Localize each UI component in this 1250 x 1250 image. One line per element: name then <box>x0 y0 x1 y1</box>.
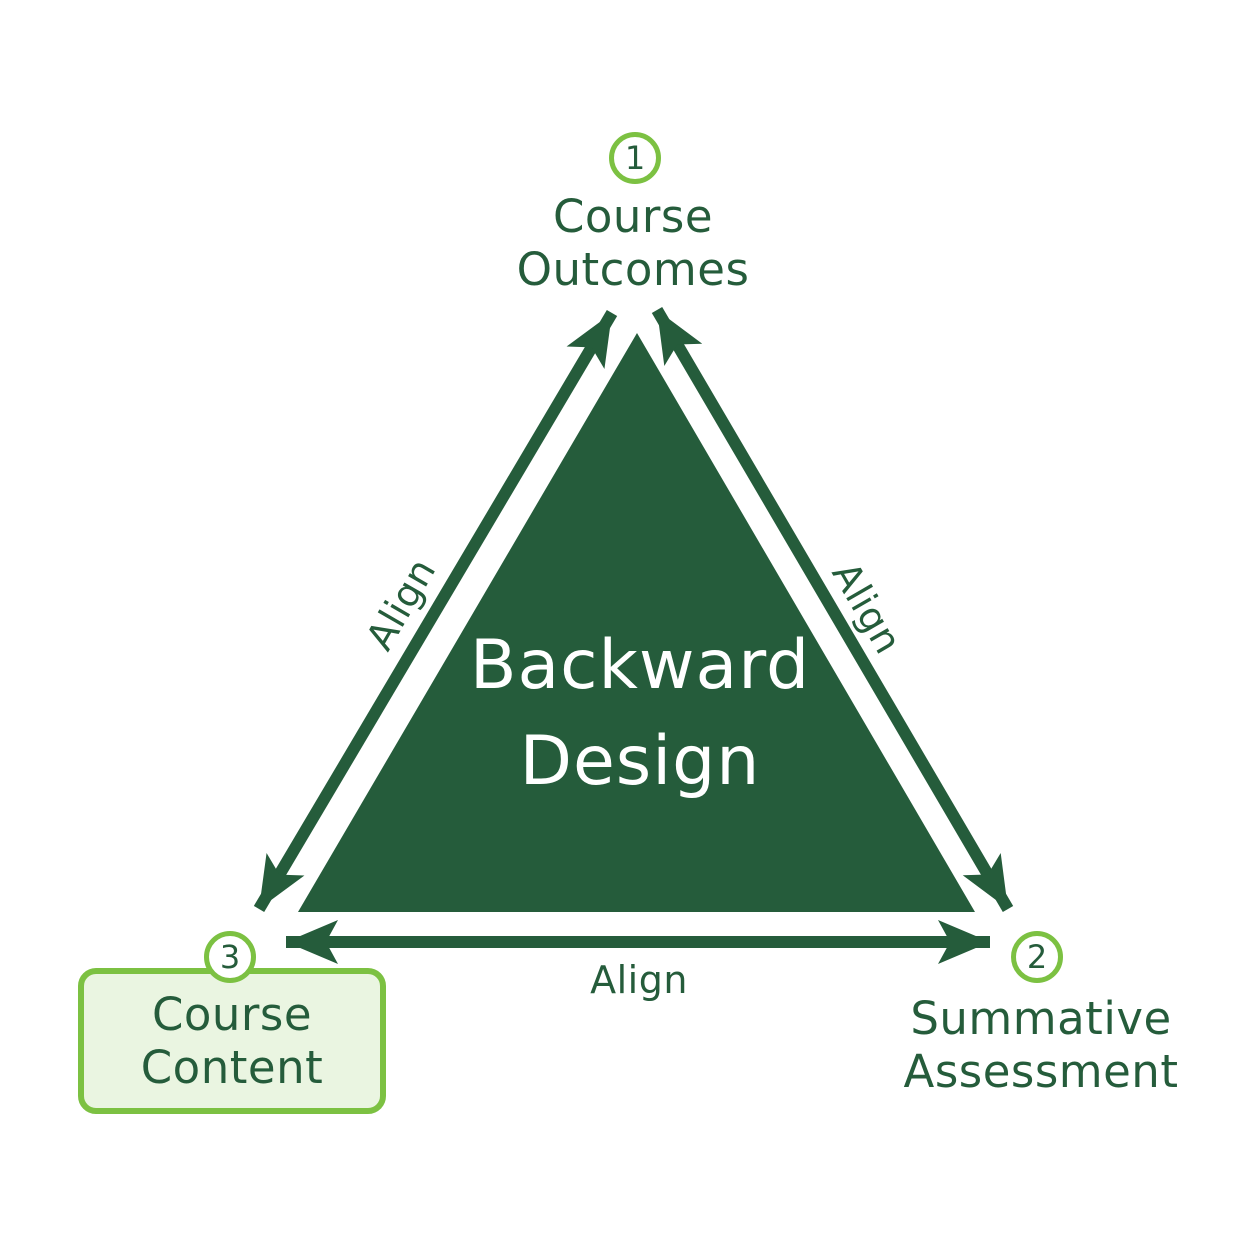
step-badge-1: 1 <box>609 132 661 184</box>
step-number-3: 3 <box>219 938 241 976</box>
step-badge-3: 3 <box>204 931 256 983</box>
align-arrow-right <box>651 306 1014 913</box>
align-label-bottom: Align <box>590 958 688 1002</box>
step-number-1: 1 <box>624 139 646 177</box>
course-outcomes-line1: Course <box>552 190 714 243</box>
summative-assessment-label: Summative Assessment <box>841 992 1241 1098</box>
course-outcomes-label: Course Outcomes <box>433 190 833 296</box>
triangle-title: Backward Design <box>340 618 940 810</box>
course-content-line2: Content <box>140 1041 324 1094</box>
triangle-title-line2: Design <box>519 722 761 801</box>
course-content-line1: Course <box>151 988 313 1041</box>
step-number-2: 2 <box>1026 938 1048 976</box>
step-badge-2: 2 <box>1011 931 1063 983</box>
triangle-title-line1: Backward <box>469 626 811 705</box>
course-outcomes-line2: Outcomes <box>516 243 750 296</box>
course-content-label: Course Content <box>141 988 323 1094</box>
course-content-box: Course Content <box>78 968 386 1114</box>
summative-assessment-line2: Assessment <box>903 1045 1179 1098</box>
align-arrow-left <box>253 309 618 913</box>
summative-assessment-line1: Summative <box>910 992 1172 1045</box>
